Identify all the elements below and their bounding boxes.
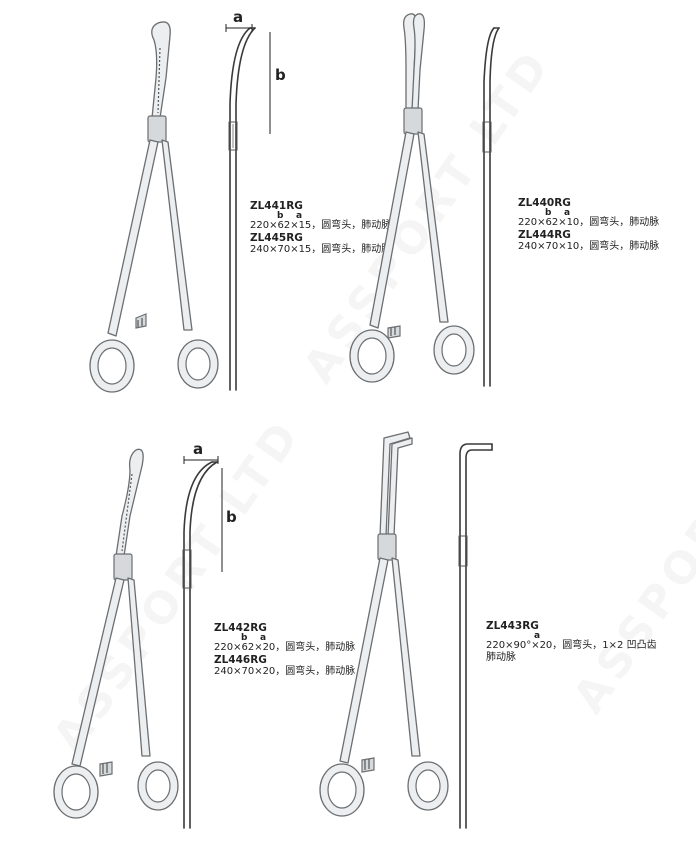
- forceps-illustration-2: [348, 10, 488, 390]
- jaw-profile-4: [452, 440, 502, 835]
- product-dimensions: 240×70×20，圆弯头，肺动脉: [214, 666, 356, 677]
- product-code: ZL445RG: [250, 232, 303, 244]
- jaw-profile-3: [176, 452, 236, 832]
- product-dimensions: 220×62×20，圆弯头，肺动脉: [214, 642, 356, 653]
- dimension-subscripts: a: [534, 631, 541, 641]
- forceps-illustration-3: [46, 446, 186, 826]
- forceps-illustration-1: [88, 18, 228, 398]
- dimension-label-a: a: [193, 440, 204, 458]
- product-code: ZL440RG: [518, 197, 571, 209]
- product-code: ZL443RG: [486, 620, 539, 632]
- product-dimensions: 肺动脉: [486, 652, 516, 663]
- dimension-subscripts: b a: [545, 208, 571, 218]
- product-dimensions: 220×62×15，圆弯头，肺动脉: [250, 220, 392, 231]
- dimension-label-b: b: [275, 66, 286, 84]
- spec-block-2: ZL440RG b a 220×62×10，圆弯头，肺动脉 ZL444RG 24…: [518, 197, 659, 253]
- dimension-label-a: a: [233, 8, 244, 26]
- product-code: ZL444RG: [518, 229, 571, 241]
- product-code: ZL442RG: [214, 622, 267, 634]
- watermark: ASSPORT LTD: [563, 369, 696, 722]
- dimension-subscripts: b a: [241, 633, 267, 643]
- jaw-profile-2: [474, 22, 514, 392]
- forceps-illustration-4: [312, 426, 462, 826]
- product-dimensions: 240×70×10，圆弯头，肺动脉: [518, 241, 660, 252]
- product-code: ZL446RG: [214, 654, 267, 666]
- product-dimensions: 240×70×15，圆弯头，肺动脉: [250, 244, 392, 255]
- spec-block-4: ZL443RG a 220×90°×20，圆弯头，1×2 凹凸齿 肺动脉: [486, 620, 657, 664]
- spec-block-3: ZL442RG b a 220×62×20，圆弯头，肺动脉 ZL446RG 24…: [214, 622, 355, 678]
- spec-block-1: ZL441RG b a 220×62×15，圆弯头，肺动脉 ZL445RG 24…: [250, 200, 391, 256]
- jaw-profile-1: [218, 14, 288, 394]
- product-dimensions: 220×90°×20，圆弯头，1×2 凹凸齿: [486, 640, 657, 651]
- product-code: ZL441RG: [250, 200, 303, 212]
- dimension-label-b: b: [226, 508, 237, 526]
- product-dimensions: 220×62×10，圆弯头，肺动脉: [518, 217, 660, 228]
- dimension-subscripts: b a: [277, 211, 303, 221]
